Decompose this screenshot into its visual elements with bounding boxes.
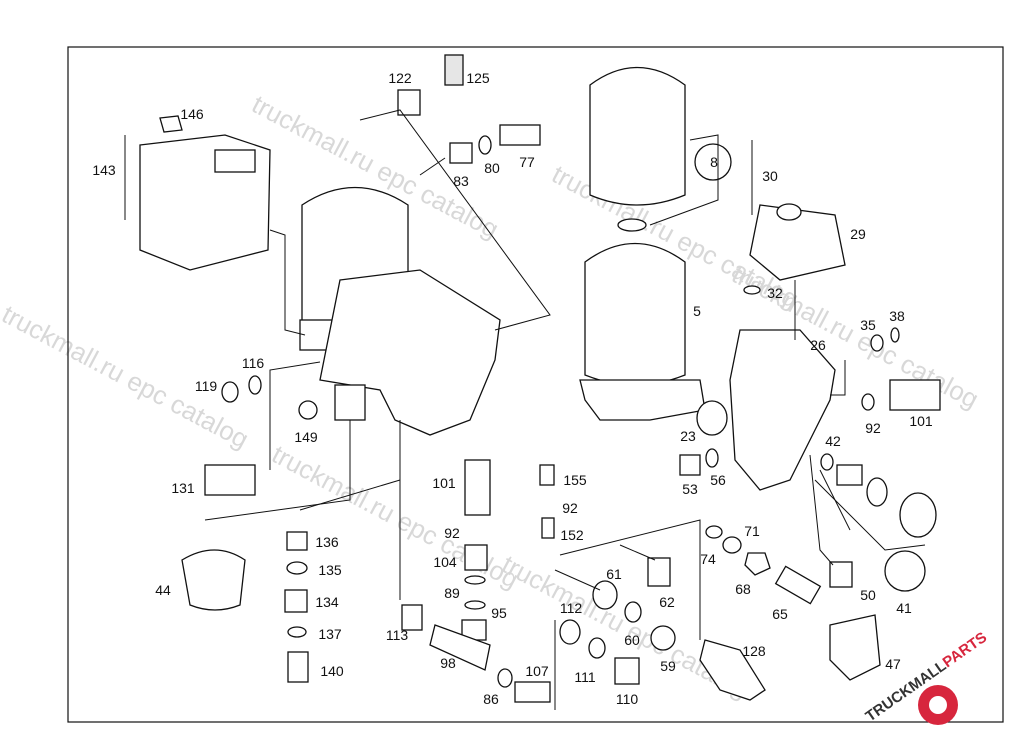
callout-71: 71 bbox=[744, 523, 760, 539]
callout-92: 92 bbox=[865, 420, 881, 436]
callout-30: 30 bbox=[762, 168, 778, 184]
callout-111: 111 bbox=[574, 669, 595, 685]
callout-32: 32 bbox=[767, 285, 783, 301]
callout-47: 47 bbox=[885, 656, 901, 672]
valve-block-26 bbox=[729, 329, 836, 491]
callout-35: 35 bbox=[860, 317, 876, 333]
callout-135: 135 bbox=[318, 562, 342, 578]
callout-143: 143 bbox=[92, 162, 116, 178]
callout-53: 53 bbox=[682, 481, 698, 497]
callout-80: 80 bbox=[484, 160, 500, 176]
callout-149: 149 bbox=[294, 429, 318, 445]
callout-131: 131 bbox=[171, 480, 195, 496]
callout-128: 128 bbox=[742, 643, 766, 659]
callout-92: 92 bbox=[444, 525, 460, 541]
callout-112: 112 bbox=[560, 600, 583, 616]
callout-119: 119 bbox=[195, 378, 218, 394]
callout-56: 56 bbox=[710, 472, 726, 488]
air-dryer-assembly-left bbox=[299, 186, 501, 436]
callout-113: 113 bbox=[386, 627, 409, 643]
callout-65: 65 bbox=[772, 606, 788, 622]
callout-44: 44 bbox=[155, 582, 171, 598]
filter-cartridge-5 bbox=[579, 243, 728, 436]
callout-5: 5 bbox=[693, 303, 701, 319]
callout-116: 116 bbox=[242, 355, 265, 371]
callout-83: 83 bbox=[453, 173, 469, 189]
callout-152: 152 bbox=[560, 527, 584, 543]
callout-50: 50 bbox=[860, 587, 876, 603]
callout-26: 26 bbox=[810, 337, 826, 353]
callout-8: 8 bbox=[710, 154, 718, 170]
truckmall-parts-logo: TRUCKMALLPARTS bbox=[863, 629, 991, 725]
callout-62: 62 bbox=[659, 594, 675, 610]
callout-89: 89 bbox=[444, 585, 460, 601]
small-parts bbox=[181, 54, 941, 703]
callout-136: 136 bbox=[315, 534, 339, 550]
callout-60: 60 bbox=[624, 632, 640, 648]
callout-41: 41 bbox=[896, 600, 912, 616]
callout-59: 59 bbox=[660, 658, 676, 674]
callout-98: 98 bbox=[440, 655, 456, 671]
callout-101: 101 bbox=[909, 413, 933, 429]
callout-42: 42 bbox=[825, 433, 841, 449]
callout-68: 68 bbox=[735, 581, 751, 597]
watermark-text: truckmall.ru epc catalog bbox=[0, 299, 254, 454]
callout-125: 125 bbox=[466, 70, 490, 86]
callout-86: 86 bbox=[483, 691, 499, 707]
callout-74: 74 bbox=[700, 551, 716, 567]
callout-134: 134 bbox=[315, 594, 339, 610]
diagram-frame bbox=[67, 46, 1004, 723]
callout-110: 110 bbox=[616, 691, 639, 707]
callout-107: 107 bbox=[525, 663, 549, 679]
callout-92: 92 bbox=[562, 500, 578, 516]
callout-137: 137 bbox=[318, 626, 342, 642]
callout-146: 146 bbox=[180, 106, 204, 122]
callout-122: 122 bbox=[388, 70, 412, 86]
callout-23: 23 bbox=[680, 428, 696, 444]
callout-140: 140 bbox=[320, 663, 344, 679]
callout-38: 38 bbox=[889, 308, 905, 324]
filter-cartridge-8 bbox=[589, 66, 732, 232]
leader-lines bbox=[204, 109, 926, 710]
callout-155: 155 bbox=[563, 472, 587, 488]
callout-104: 104 bbox=[433, 554, 457, 570]
callout-29: 29 bbox=[850, 226, 866, 242]
callout-77: 77 bbox=[519, 154, 535, 170]
callout-61: 61 bbox=[606, 566, 622, 582]
callout-95: 95 bbox=[491, 605, 507, 621]
valve-29 bbox=[743, 140, 846, 295]
callout-101: 101 bbox=[432, 475, 456, 491]
bracket-plate bbox=[124, 115, 271, 271]
